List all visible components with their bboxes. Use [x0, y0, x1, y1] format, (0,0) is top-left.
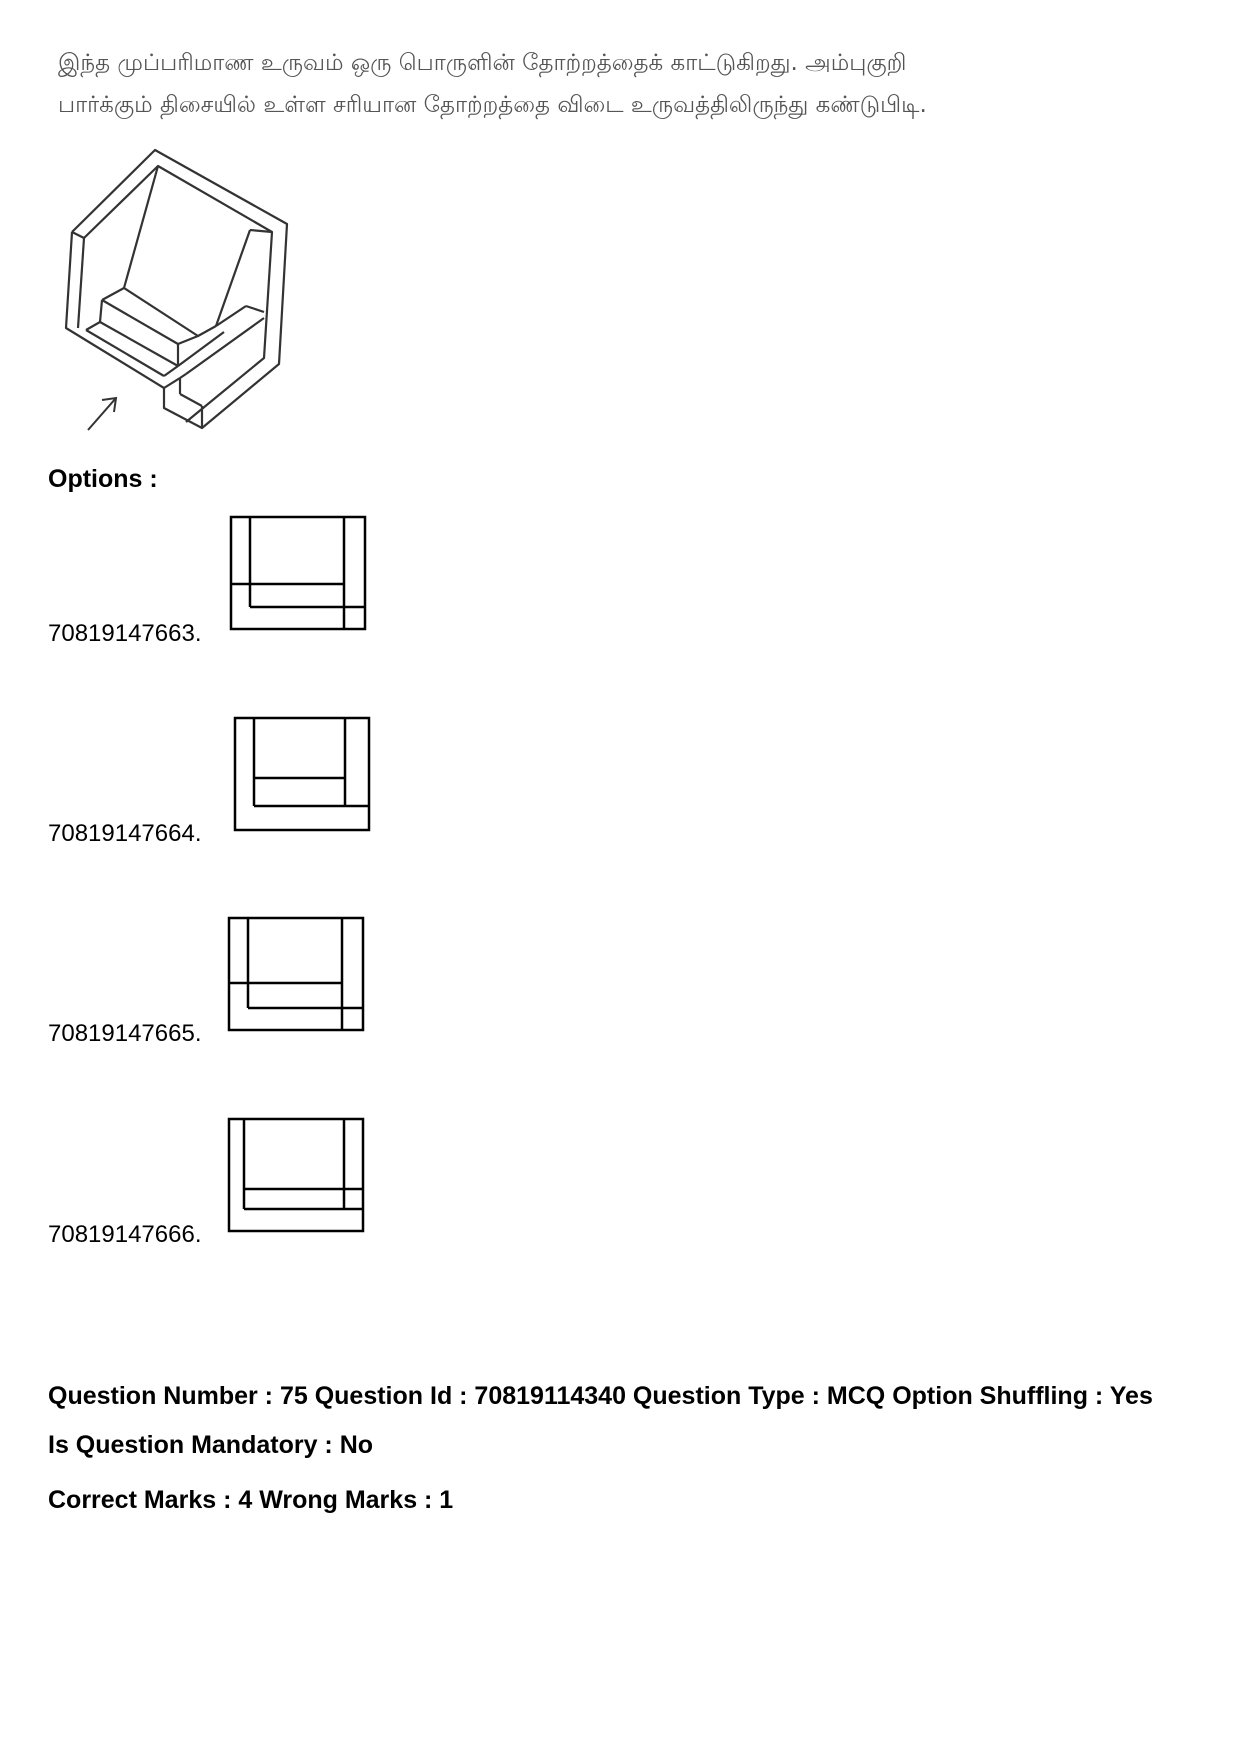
options-label: Options :	[48, 465, 158, 493]
option-1-view-figure	[229, 515, 367, 631]
view-arrow-icon	[87, 396, 118, 431]
option-4-view-figure	[227, 1117, 365, 1233]
option-id: 70819147663.	[48, 620, 202, 647]
isometric-object-figure	[64, 148, 289, 431]
question-meta-line-3: Correct Marks : 4 Wrong Marks : 1	[48, 1486, 454, 1514]
option-id: 70819147665.	[48, 1020, 202, 1047]
question-meta-line-2: Is Question Mandatory : No	[48, 1431, 374, 1459]
question-text: இந்த முப்பரிமாண உருவம் ஒரு பொருளின் தோற்…	[58, 42, 958, 126]
question-meta-line-1: Question Number : 75 Question Id : 70819…	[48, 1382, 1153, 1410]
question-line-1: இந்த முப்பரிமாண உருவம் ஒரு பொருளின் தோற்…	[58, 50, 907, 76]
option-3-view-figure	[227, 916, 365, 1032]
option-2-view-figure	[233, 716, 371, 832]
question-line-2: பார்க்கும் திசையில் உள்ள சரியான தோற்றத்த…	[58, 92, 927, 118]
option-id: 70819147666.	[48, 1221, 202, 1248]
option-id: 70819147664.	[48, 820, 202, 847]
